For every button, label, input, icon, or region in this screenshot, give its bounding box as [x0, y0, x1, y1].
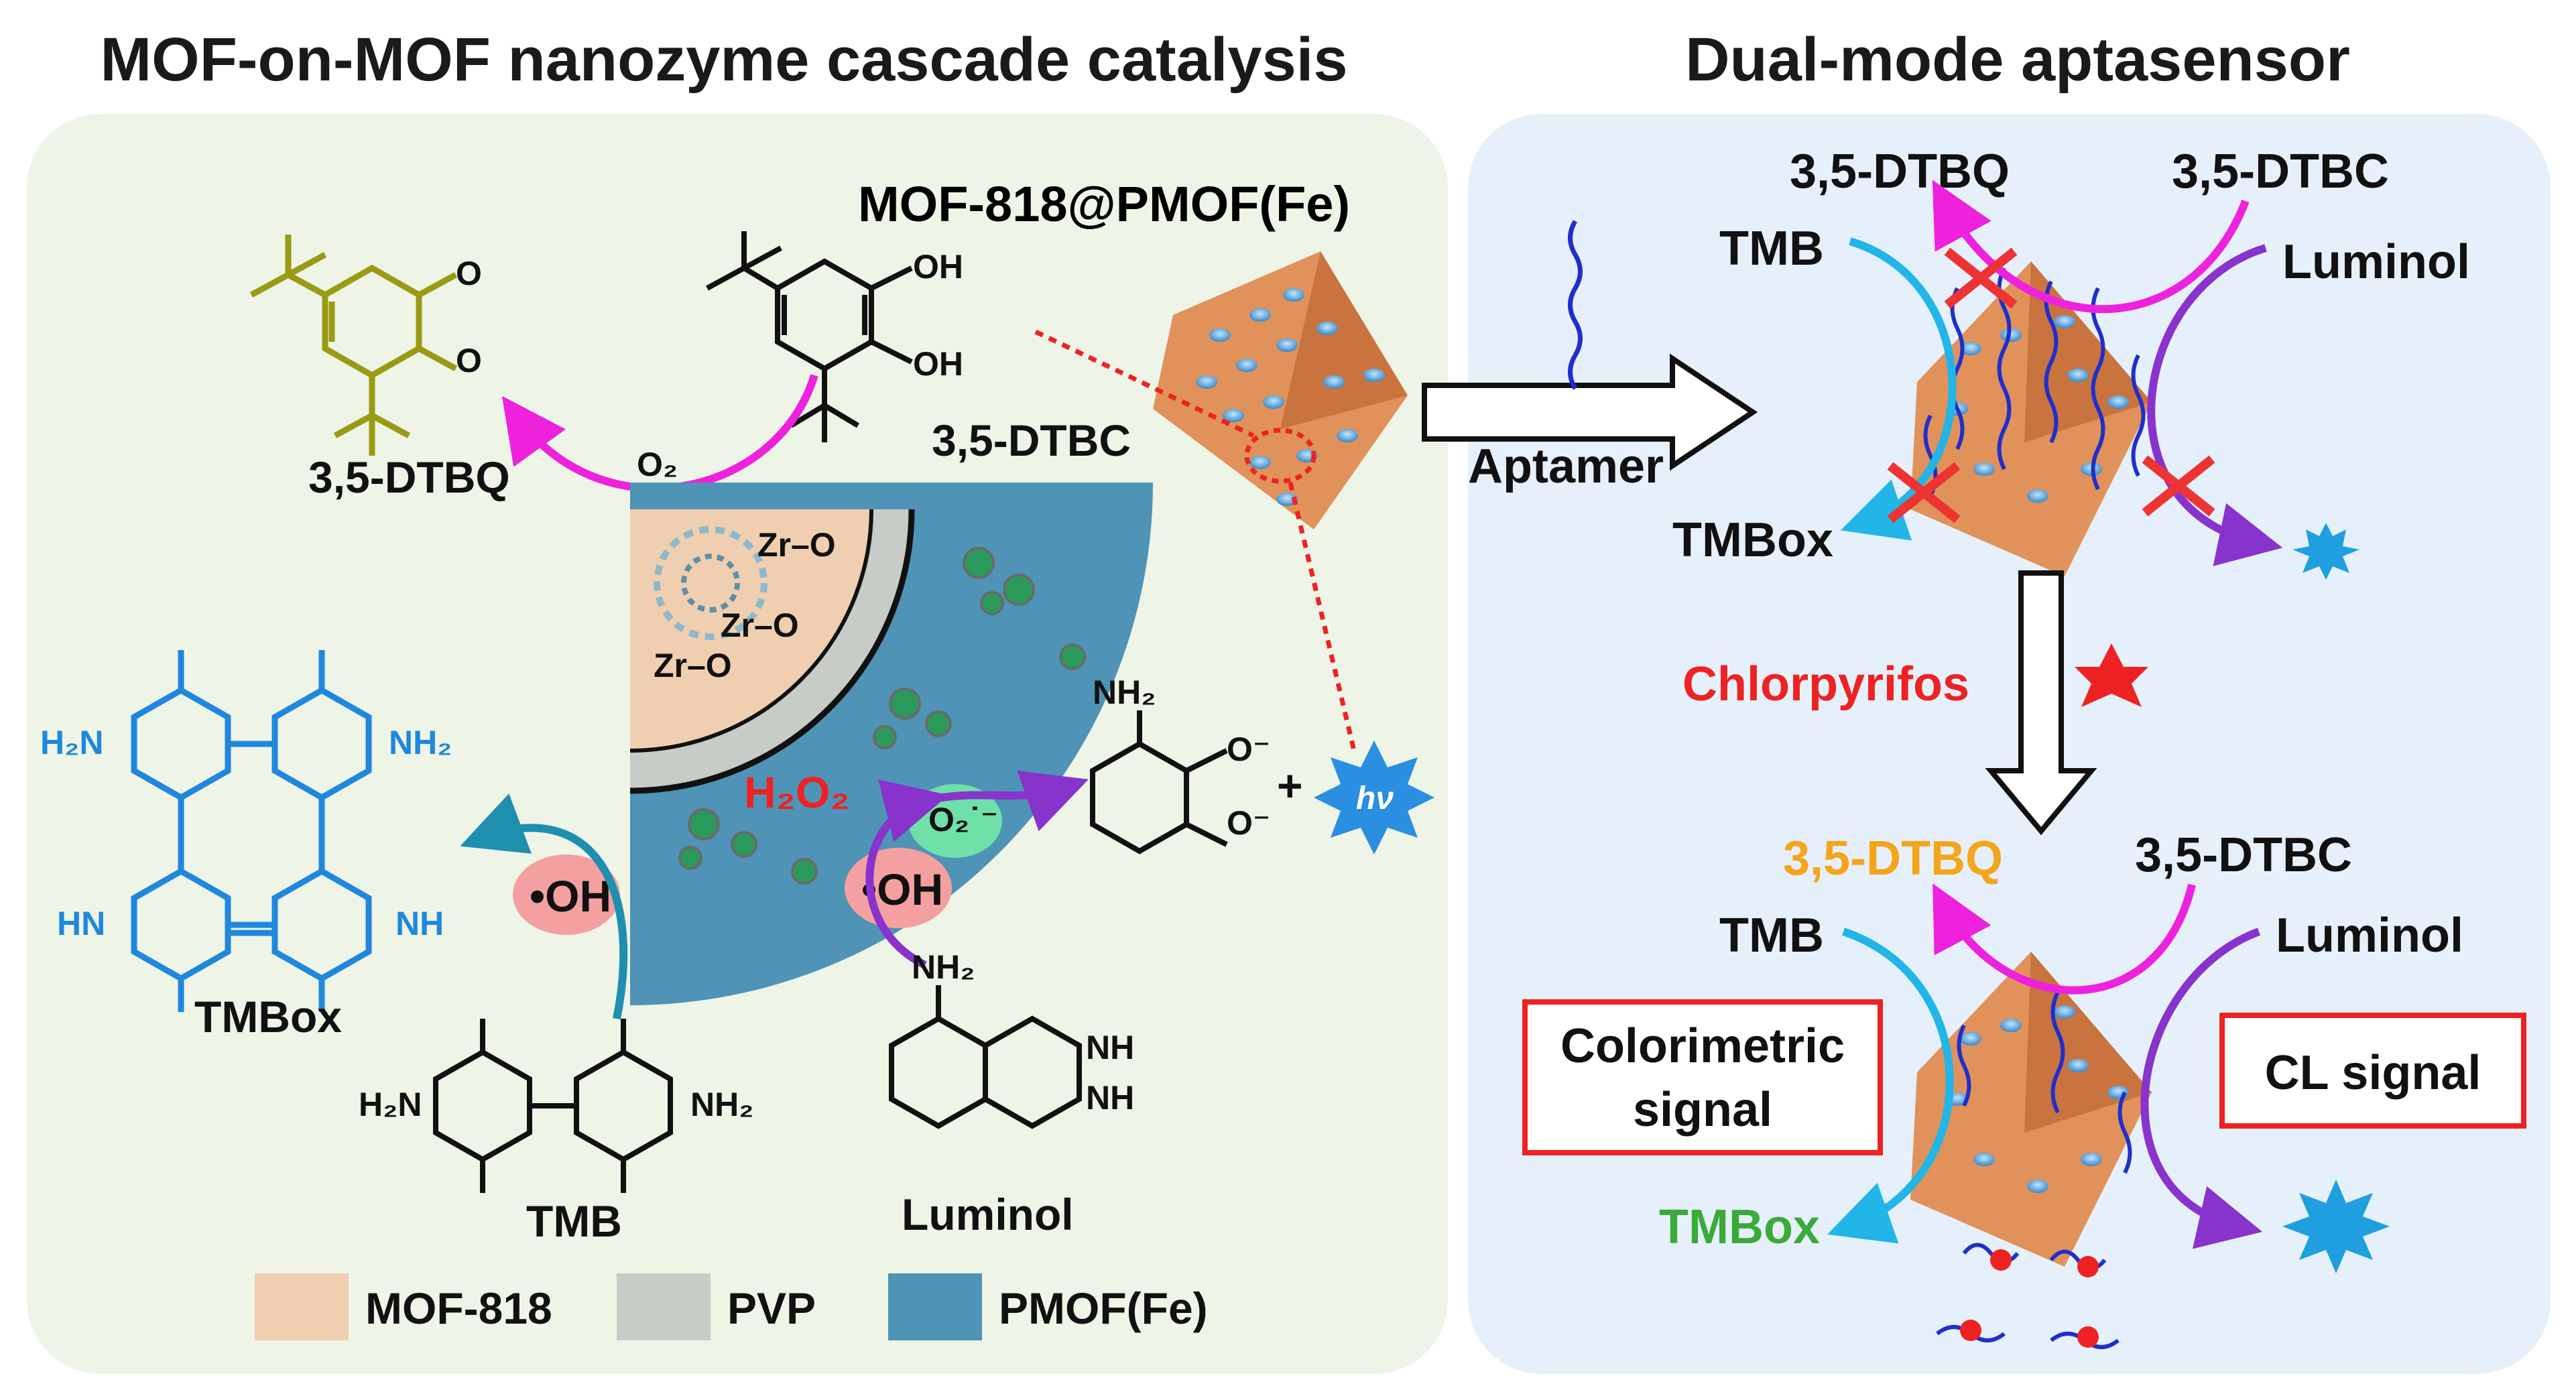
dtbq-o-b: O — [456, 342, 482, 379]
plus-sign: + — [1277, 761, 1303, 810]
top-dtbc-label: 3,5-DTBC — [2172, 145, 2389, 198]
superoxide-label: O₂˙⁻ — [928, 801, 998, 838]
bottom-dtbc-label: 3,5-DTBC — [2135, 828, 2352, 882]
aminophthalate-structure — [1090, 710, 1228, 854]
bottom-tmbox-label: TMBox — [1659, 1200, 1820, 1254]
luminol-structure — [889, 985, 1082, 1129]
o2-label: O₂ — [637, 446, 678, 483]
aptamer-label: Aptamer — [1468, 440, 1664, 493]
chlorpyrifos-star-icon — [2075, 643, 2148, 707]
chlorpyrifos-hollow-arrow — [1985, 570, 2097, 836]
top-luminol-label: Luminol — [2282, 235, 2470, 289]
colorimetric-line2: signal — [1633, 1083, 1772, 1137]
dtbc-oh-b: OH — [913, 345, 963, 383]
tmbox-h2n: H₂N — [40, 724, 103, 761]
tmb-h2n: H₂N — [359, 1086, 422, 1123]
dtbq-structure — [249, 235, 458, 456]
legend-label-mof818: MOF-818 — [365, 1283, 552, 1333]
left-tmbox-label: TMBox — [194, 992, 342, 1041]
zoom-line-bottom — [1288, 482, 1357, 751]
aptamer-hollow-arrow — [1422, 353, 1758, 471]
top-dtbc-arrow — [1932, 180, 2250, 314]
top-dtbq-label: 3,5-DTBQ — [1790, 145, 2010, 198]
legend-swatch-pvp — [617, 1273, 711, 1340]
top-tmbox-label: TMBox — [1672, 513, 1833, 567]
bottom-luminol-arrow — [2140, 928, 2263, 1249]
aptamer-strand-icon — [1568, 220, 1583, 390]
legend-swatch-mof818 — [255, 1273, 349, 1340]
left-luminol-label: Luminol — [902, 1190, 1074, 1239]
left-title: MOF-on-MOF nanozyme cascade catalysis — [101, 25, 1348, 94]
left-dtbq-label: 3,5-DTBQ — [308, 452, 510, 502]
tmbox-nh: NH — [395, 905, 444, 942]
zoom-line-top — [1034, 329, 1255, 438]
h2o2-label: H₂O₂ — [744, 767, 850, 817]
cl-signal-label: CL signal — [2265, 1046, 2481, 1100]
top-luminol-arrow — [2147, 244, 2283, 566]
blocked-cross-marks — [1887, 247, 2215, 523]
dtbq-o-a: O — [456, 255, 482, 292]
legend: MOF-818 PVP PMOF(Fe) — [255, 1273, 1208, 1340]
tmb-oxidation-arrow — [460, 794, 628, 1020]
left-particle — [1153, 251, 1408, 529]
chlorpyrifos-label: Chlorpyrifos — [1682, 657, 1969, 711]
product-arrow — [924, 770, 1089, 832]
tmb-structure — [433, 1019, 673, 1193]
tmbox-hn: HN — [57, 905, 105, 942]
right-title: Dual-mode aptasensor — [1685, 25, 2350, 94]
dtbc-structure — [706, 231, 913, 442]
colorimetric-signal-box — [1522, 999, 1883, 1155]
bottom-cl-burst-icon — [2282, 1180, 2390, 1273]
top-tmb-label: TMB — [1719, 222, 1824, 275]
bottom-particle — [1910, 952, 2152, 1267]
legend-label-pmof: PMOF(Fe) — [999, 1283, 1208, 1333]
core-shell-quadrant — [629, 483, 1153, 1005]
bottom-dtbc-arrow — [1933, 883, 2196, 995]
zr-o-1: Zr–O — [757, 526, 836, 564]
luminol-arrow — [865, 779, 948, 969]
luminol-nh-2: NH — [1086, 1079, 1134, 1117]
top-cl-burst-icon — [2292, 523, 2359, 580]
oh-left-blob — [513, 854, 620, 935]
left-dtbc-label: 3,5-DTBC — [932, 416, 1131, 465]
zr-o-3: Zr–O — [654, 647, 732, 684]
legend-swatch-pmof — [888, 1273, 982, 1340]
zr-o-2: Zr–O — [721, 607, 799, 644]
carboxylate-1: O⁻ — [1227, 731, 1270, 768]
colorimetric-line1: Colorimetric — [1560, 1019, 1845, 1073]
bottom-tmb-arrow — [1827, 928, 1954, 1244]
hv-label: hν — [1356, 781, 1394, 816]
tmbox-nh2: NH₂ — [389, 724, 452, 761]
composite-label: MOF-818@PMOF(Fe) — [858, 176, 1350, 232]
left-tmb-label: TMB — [526, 1196, 622, 1246]
legend-label-pvp: PVP — [727, 1283, 816, 1333]
top-particle — [1910, 261, 2152, 576]
bottom-tmb-label: TMB — [1719, 909, 1824, 962]
cl-signal-box — [2219, 1013, 2526, 1129]
top-tmb-arrow — [1840, 237, 1957, 541]
tmbox-structure — [131, 650, 372, 1012]
carboxylate-2: O⁻ — [1227, 804, 1270, 842]
aptamer-target-complexes — [1936, 1243, 2120, 1349]
bottom-luminol-label: Luminol — [2276, 909, 2463, 962]
tmb-nh2: NH₂ — [690, 1086, 753, 1123]
dtbc-oh-a: OH — [913, 248, 963, 286]
bottom-dtbq-label: 3,5-DTBQ — [1783, 832, 2003, 885]
aminophthalate-nh2: NH₂ — [1093, 674, 1156, 711]
hv-burst — [1314, 741, 1434, 854]
luminol-nh2: NH₂ — [912, 948, 975, 986]
luminol-nh-1: NH — [1086, 1029, 1134, 1066]
oh-left-label: •OH — [530, 871, 611, 921]
